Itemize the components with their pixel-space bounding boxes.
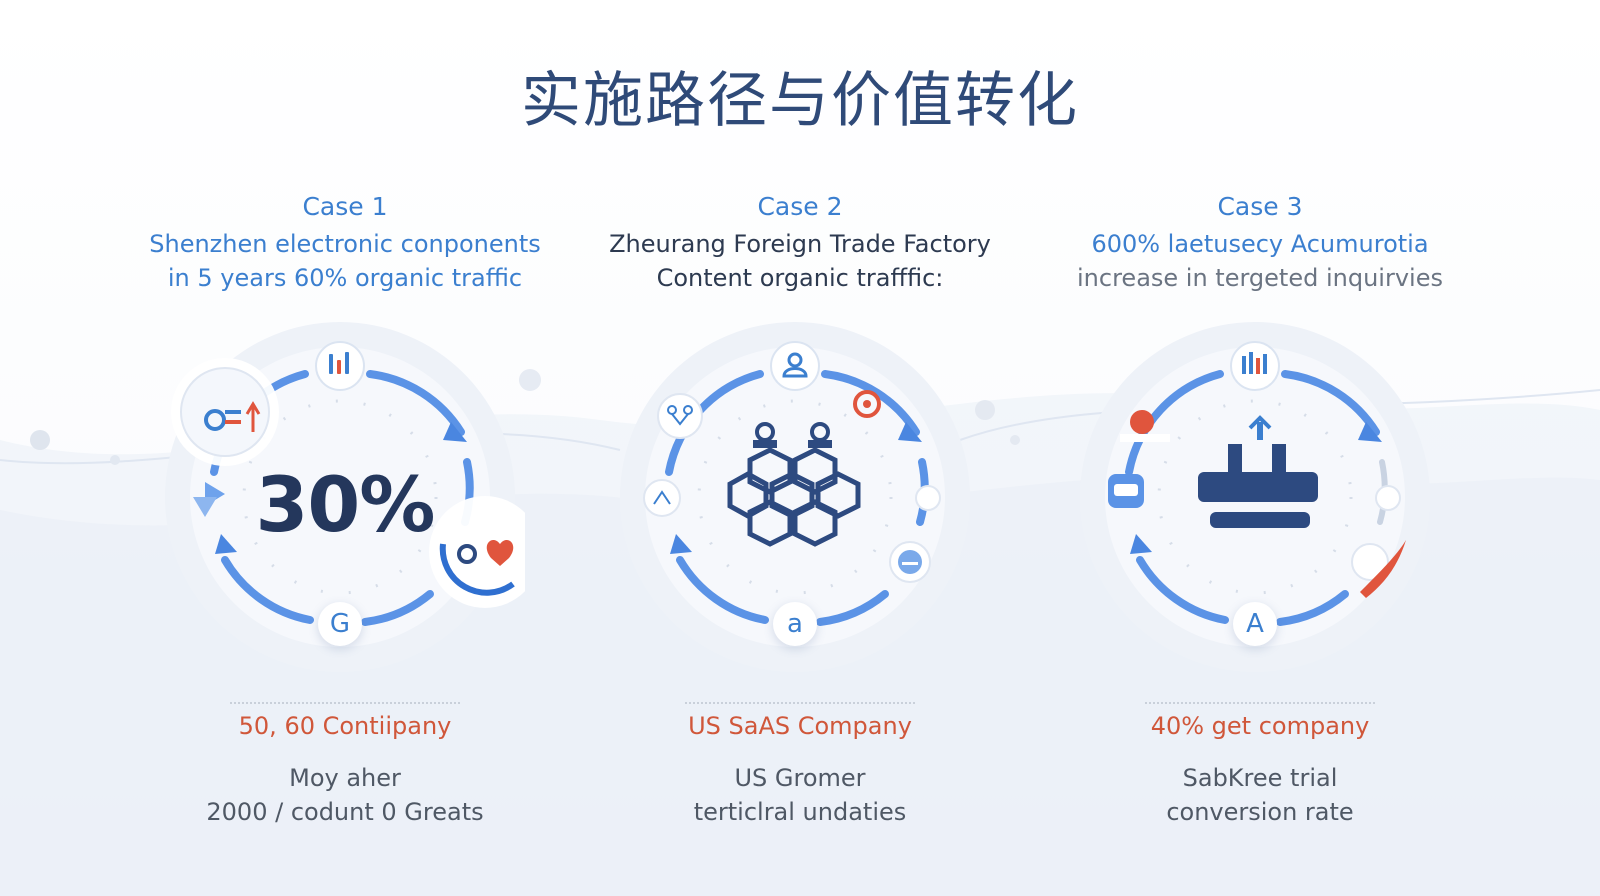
case-description-line-1: Shenzhen electronic conponents	[149, 230, 541, 258]
node-letter-badge: G	[318, 602, 362, 646]
node-letter-badge: a	[773, 602, 817, 646]
cycle-diagram: A	[1080, 322, 1440, 682]
case-label: Case 1	[302, 192, 388, 221]
cycle-ring	[165, 322, 525, 672]
company-name: 40% get company	[1150, 712, 1370, 740]
result-line-2: 2000 / codunt 0 Greats	[206, 798, 484, 826]
cycle-ring	[620, 322, 970, 672]
case-description-line-1: Zheurang Foreign Trade Factory	[609, 230, 991, 258]
divider	[1145, 702, 1375, 704]
cycle-ring	[1080, 322, 1430, 672]
case-description-line-2: increase in tergeted inquirvies	[1077, 264, 1443, 292]
metric-value: 30%	[255, 460, 436, 549]
case-card-1: Case 1 Shenzhen electronic conponents in…	[115, 0, 575, 896]
result-line-1: Moy aher	[289, 764, 401, 792]
page-title: 实施路径与价值转化	[521, 66, 1079, 136]
divider	[230, 702, 460, 704]
case-description-line-2: Content organic trafffic:	[656, 264, 944, 292]
result-line-1: US Gromer	[734, 764, 866, 792]
case-label: Case 2	[757, 192, 843, 221]
result-line-2: conversion rate	[1166, 798, 1354, 826]
case-label: Case 3	[1217, 192, 1303, 221]
company-name: 50, 60 Contiipany	[238, 712, 452, 740]
divider	[685, 702, 915, 704]
case-description-line-1: 600% laetusecy Acumurotia	[1091, 230, 1429, 258]
case-card-3: Case 3 600% laetusecy Acumurotia increas…	[1030, 0, 1490, 896]
company-name: US SaAS Company	[688, 712, 912, 740]
cycle-diagram: 30% G	[165, 322, 525, 682]
case-description-line-2: in 5 years 60% organic traffic	[167, 264, 523, 292]
result-line-1: SabKree trial	[1182, 764, 1338, 792]
node-letter-badge: A	[1233, 602, 1277, 646]
result-line-2: terticlral undaties	[693, 798, 907, 826]
case-card-2: Case 2 Zheurang Foreign Trade Factory Co…	[570, 0, 1030, 896]
cycle-diagram: a	[620, 322, 980, 682]
